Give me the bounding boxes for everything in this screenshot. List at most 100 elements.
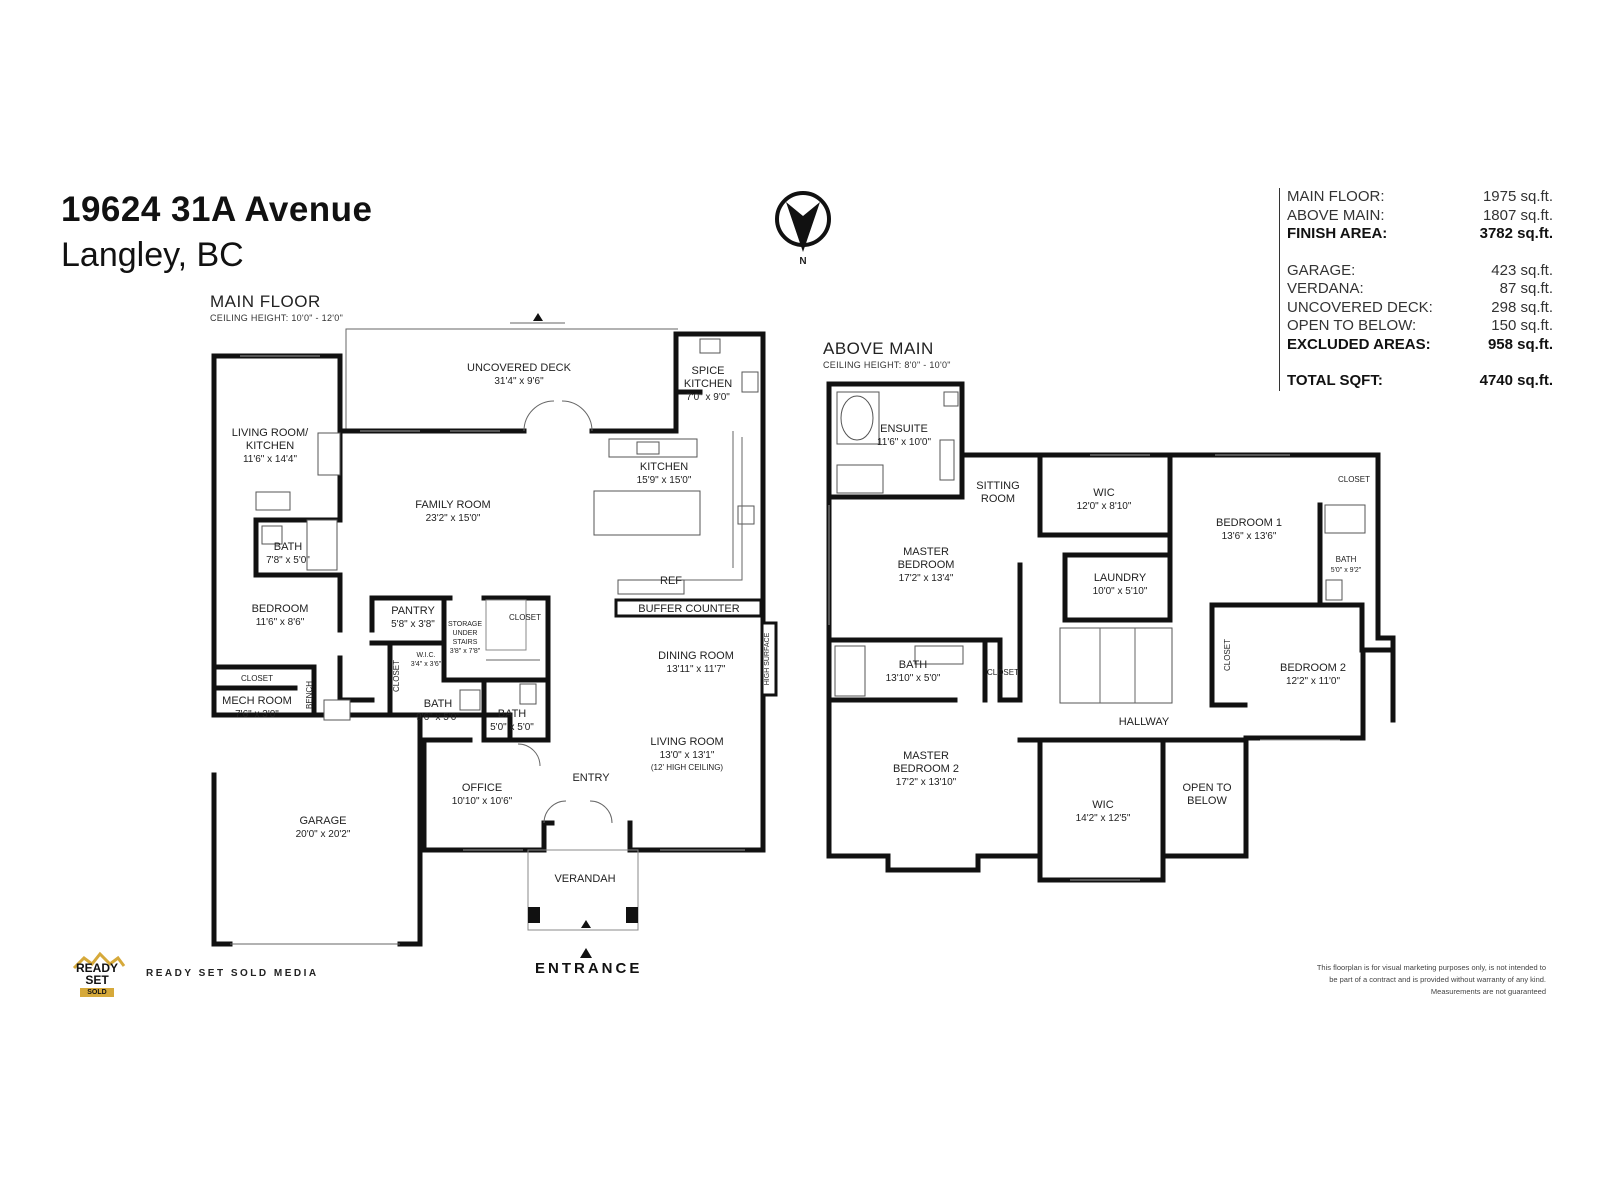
bedroom2-label: BEDROOM 2 <box>1280 662 1346 674</box>
area-row: ABOVE MAIN: 1807 sq.ft. <box>1287 207 1553 226</box>
bath2-label: BATH <box>424 698 453 710</box>
wic-dim: 3'4" x 3'6" <box>411 661 442 668</box>
bath-b1-label: BATH <box>1336 555 1357 564</box>
area-row: UNCOVERED DECK: 298 sq.ft. <box>1287 299 1553 318</box>
living-room-dim: 13'0" x 13'1" <box>660 750 715 761</box>
area-summary-table: MAIN FLOOR: 1975 sq.ft. ABOVE MAIN: 1807 sq… <box>1279 188 1553 391</box>
sitting-room-label2: ROOM <box>981 493 1015 505</box>
bath2-dim: 9'6" x 5'0" <box>416 712 460 723</box>
open-below-label1: OPEN TO <box>1182 782 1232 794</box>
company-name: READY SET SOLD MEDIA <box>146 968 319 979</box>
office-label: OFFICE <box>462 782 502 794</box>
area-row: EXCLUDED AREAS: 958 sq.ft. <box>1287 336 1553 355</box>
dining-room-dim: 13'11" x 11'7" <box>667 664 726 675</box>
master-bedroom-dim: 17'2" x 13'4" <box>899 573 954 584</box>
area-value: 1807 sq.ft. <box>1482 206 1553 224</box>
area-label: UNCOVERED DECK: <box>1287 298 1433 316</box>
area-row: MAIN FLOOR: 1975 sq.ft. <box>1287 188 1553 207</box>
area-row: VERDANA: 87 sq.ft. <box>1287 280 1553 299</box>
area-value: 87 sq.ft. <box>1499 280 1553 297</box>
closet-c-label: CLOSET <box>392 660 401 692</box>
family-room-label: FAMILY ROOM <box>415 499 490 511</box>
bedroom2-dim: 12'2" x 11'0" <box>1286 676 1341 687</box>
bath-m-label: BATH <box>899 659 928 671</box>
uncovered-deck-label: UNCOVERED DECK <box>467 362 572 374</box>
master-bedroom2-label1: MASTER <box>903 750 949 762</box>
area-value: 423 sq.ft. <box>1491 261 1553 279</box>
area-label: OPEN TO BELOW: <box>1287 317 1417 334</box>
area-value: 1975 sq.ft. <box>1482 188 1553 205</box>
area-label: EXCLUDED AREAS: <box>1287 335 1431 353</box>
area-label: ABOVE MAIN: <box>1287 206 1385 224</box>
ensuite-label: ENSUITE <box>880 423 928 435</box>
storage-dim: 3'8" x 7'8" <box>450 648 481 655</box>
bath-b1-dim: 5'0" x 9'2" <box>1331 567 1362 574</box>
disclaimer: This floorplan is for visual marketing p… <box>1316 963 1546 996</box>
storage-label1: STORAGE <box>448 621 482 628</box>
family-room-dim: 23'2" x 15'0" <box>426 513 481 524</box>
bath1-label: BATH <box>274 541 303 553</box>
dining-room-label: DINING ROOM <box>658 650 734 662</box>
above-main-ceiling: CEILING HEIGHT: 8'0" - 10'0" <box>823 360 951 370</box>
hallway-label: HALLWAY <box>1119 716 1170 728</box>
verandah-label: VERANDAH <box>554 873 615 885</box>
buffer-counter-label: BUFFER COUNTER <box>638 603 740 615</box>
office-dim: 10'10" x 10'6" <box>452 796 513 807</box>
property-address: 19624 31A Avenue <box>61 190 373 229</box>
area-row: GARAGE: 423 sq.ft. <box>1287 262 1553 281</box>
living-room-note: (12' HIGH CEILING) <box>651 763 724 772</box>
area-label: GARAGE: <box>1287 261 1356 279</box>
bedroom-dim: 11'6" x 8'6" <box>256 617 305 628</box>
main-floor-plan <box>211 313 778 958</box>
sitting-room-label1: SITTING <box>976 480 1019 492</box>
area-label: MAIN FLOOR: <box>1287 188 1385 205</box>
wic-label: W.I.C. <box>416 652 435 659</box>
master-bedroom2-label2: BEDROOM 2 <box>893 763 959 775</box>
bench-label: BENCH <box>305 681 314 709</box>
kitchen-label: KITCHEN <box>640 461 688 473</box>
area-label: VERDANA: <box>1287 280 1364 297</box>
open-below-label2: BELOW <box>1187 795 1227 807</box>
north-arrow-icon: N <box>775 191 831 267</box>
area-value: 958 sq.ft. <box>1487 335 1553 353</box>
garage-label: GARAGE <box>299 815 346 827</box>
closet-f-label: CLOSET <box>1223 639 1232 671</box>
spice-kitchen-label2: KITCHEN <box>684 378 732 390</box>
garage-dim: 20'0" x 20'2" <box>296 829 351 840</box>
entry-label: ENTRY <box>572 772 610 784</box>
laundry-label: LAUNDRY <box>1094 572 1147 584</box>
mech-room-dim: 7'6" x 3'0" <box>235 709 279 720</box>
closet-a-label: CLOSET <box>241 674 273 683</box>
above-main-title: ABOVE MAIN <box>823 339 934 358</box>
area-value: 4740 sq.ft. <box>1479 372 1553 389</box>
wic2-dim: 14'2" x 12'5" <box>1076 813 1131 824</box>
area-value: 150 sq.ft. <box>1491 317 1553 334</box>
main-floor-ceiling: CEILING HEIGHT: 10'0" - 12'0" <box>210 313 344 323</box>
spice-kitchen-label1: SPICE <box>691 365 724 377</box>
living-room-label: LIVING ROOM <box>650 736 723 748</box>
above-main-plan <box>826 381 1396 883</box>
main-floor-title: MAIN FLOOR <box>210 292 321 311</box>
living-kitchen-label2: KITCHEN <box>246 440 294 452</box>
spice-kitchen-dim: 7'0" x 9'0" <box>686 392 730 403</box>
closet-b-label: CLOSET <box>509 613 541 622</box>
laundry-dim: 10'0" x 5'10" <box>1093 586 1148 597</box>
bedroom1-dim: 13'6" x 13'6" <box>1222 531 1277 542</box>
mech-room-label: MECH ROOM <box>222 695 292 707</box>
pantry-label: PANTRY <box>391 605 435 617</box>
area-label: TOTAL SQFT: <box>1287 372 1383 389</box>
area-row: OPEN TO BELOW: 150 sq.ft. <box>1287 317 1553 336</box>
high-surface-label: HIGH SURFACE <box>764 632 771 685</box>
area-value: 298 sq.ft. <box>1491 298 1553 316</box>
bath1-dim: 7'8" x 5'0" <box>266 555 310 566</box>
area-label: FINISH AREA: <box>1287 225 1388 242</box>
storage-label3: STAIRS <box>453 639 478 646</box>
ensuite-dim: 11'6" x 10'0" <box>877 437 932 448</box>
storage-label2: UNDER <box>453 630 478 637</box>
area-row: FINISH AREA:3782 sq.ft. <box>1287 225 1553 244</box>
bath3-dim: 5'0" x 5'0" <box>490 722 534 733</box>
uncovered-deck-dim: 31'4" x 9'6" <box>494 376 544 387</box>
bath-m-dim: 13'10" x 5'0" <box>886 673 941 684</box>
bath3-label: BATH <box>498 708 527 720</box>
